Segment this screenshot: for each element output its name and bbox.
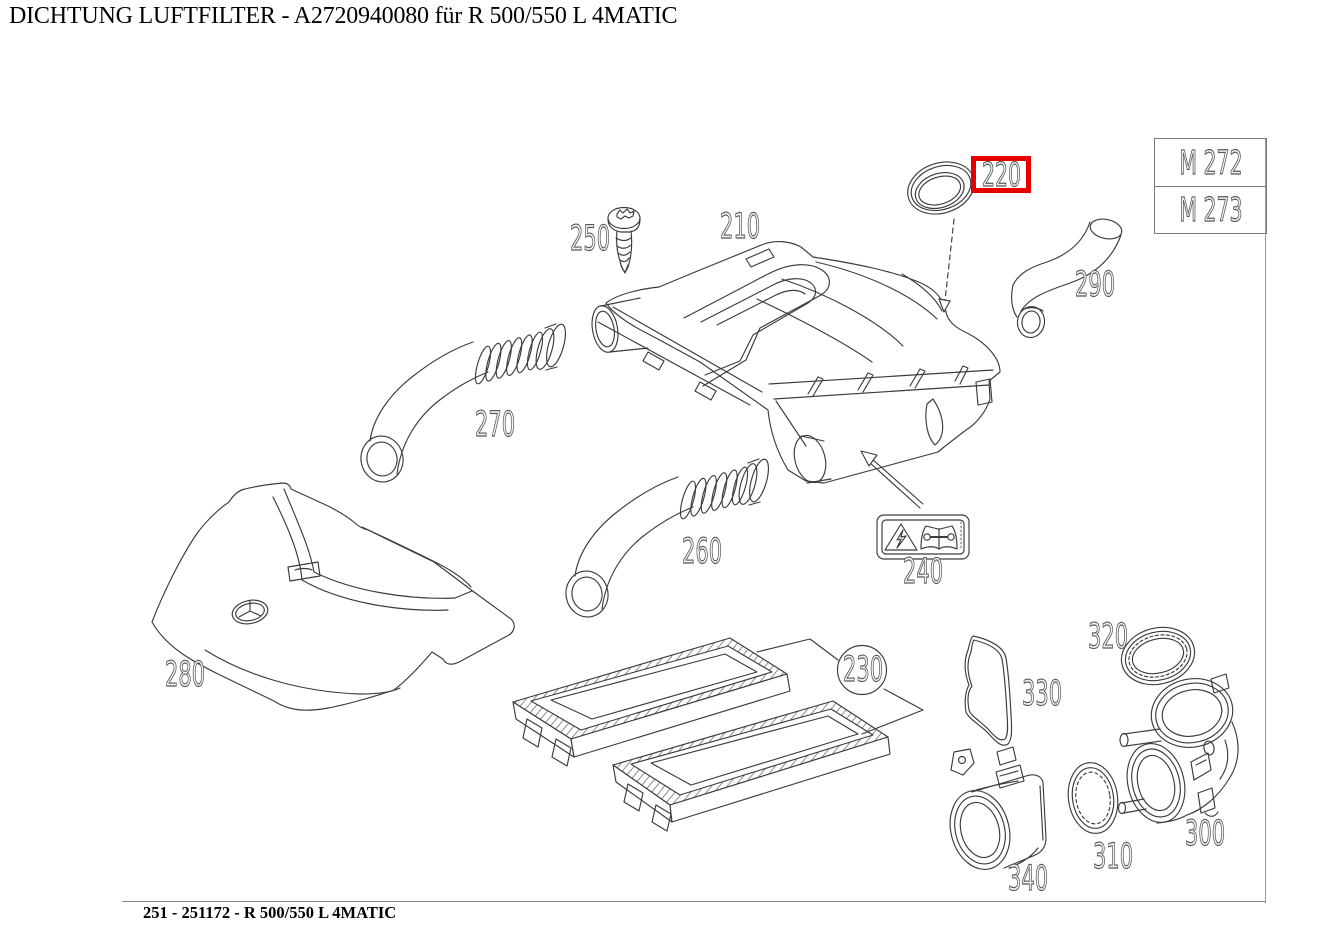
seal-wire-drawing [964,635,1013,746]
page-frame-right-border [1265,138,1266,903]
screw-drawing [607,206,641,274]
engine-code-table: M 272 M 273 [1154,138,1267,234]
callout-310[interactable]: 310 [1093,837,1134,877]
gasket-ring-drawing [907,161,975,313]
callout-250[interactable]: 250 [570,219,611,259]
intake-duct-center-drawing [565,458,769,618]
callout-circle [836,644,888,696]
filter-elements-drawing [512,637,924,832]
warning-triangle-icon [884,523,918,551]
callout-300[interactable]: 300 [1185,814,1226,854]
callout-240[interactable]: 240 [903,552,944,592]
engine-code-m272[interactable]: M 272 [1155,139,1266,186]
maf-sensor-drawing [949,746,1047,870]
callout-340[interactable]: 340 [1008,859,1049,899]
engine-code-m272-label: M 272 [1178,142,1243,182]
intake-duct-left-drawing [360,323,566,483]
hose-drawing [1011,218,1123,339]
callout-220-highlight-box[interactable]: 220 [971,156,1031,193]
callout-320[interactable]: 320 [1088,617,1129,657]
callout-270[interactable]: 270 [475,405,516,445]
ring-seal-drawing [1120,626,1196,686]
lightning-icon [896,529,907,549]
callout-290[interactable]: 290 [1075,265,1116,305]
page-frame-bottom-border [122,901,1266,902]
engine-cover-drawing [151,482,515,711]
callout-260[interactable]: 260 [682,532,723,572]
callout-330[interactable]: 330 [1022,674,1063,714]
manual-book-icon [920,525,958,550]
callout-280[interactable]: 280 [165,655,206,695]
clamp-ring-drawing [1067,762,1119,834]
wrench-icon [923,533,931,541]
callout-220: 220 [981,155,1021,194]
callout-210[interactable]: 210 [720,207,761,247]
mercedes-star-emblem [231,599,269,625]
engine-code-m273-label: M 273 [1178,190,1243,230]
engine-code-m273[interactable]: M 273 [1155,185,1266,234]
air-duct-housing-drawing [1117,673,1239,824]
callout-230[interactable]: 230 [843,650,884,690]
page-title: DICHTUNG LUFTFILTER - A2720940080 für R … [9,3,678,29]
air-filter-housing-drawing [591,241,1001,484]
footer-caption: 251 - 251172 - R 500/550 L 4MATIC [143,903,397,922]
warning-sticker-drawing [860,450,970,560]
